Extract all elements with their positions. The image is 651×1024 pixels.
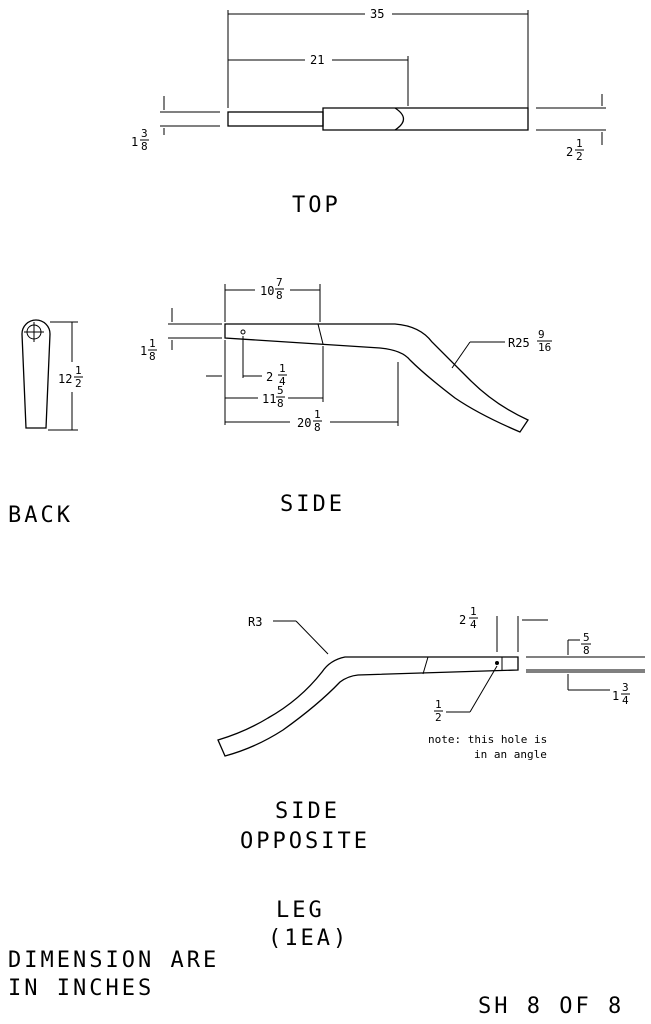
svg-text:8: 8: [141, 140, 148, 153]
part-name: LEG: [276, 898, 325, 923]
svg-text:7: 7: [276, 276, 283, 289]
dim-top-left-whole: 1: [131, 135, 138, 149]
dim-opp-radius: R3: [248, 615, 262, 629]
hole-note-line1: note: this hole is: [428, 733, 547, 746]
view-label-back: BACK: [8, 503, 73, 528]
dim-opp-hole-num: 1: [435, 698, 442, 711]
units-note-line2: IN INCHES: [8, 976, 154, 1001]
svg-text:5: 5: [277, 384, 284, 397]
svg-text:1: 1: [576, 137, 583, 150]
side-opposite-view: R3 2 1 4 5 8 1 3 4 1 2 note: this hole i…: [217, 605, 645, 854]
dim-top-21: 21: [310, 53, 324, 67]
svg-text:8: 8: [149, 350, 156, 363]
svg-text:2: 2: [75, 377, 82, 390]
top-view-narrow-section: [227, 111, 324, 127]
svg-text:1: 1: [279, 362, 286, 375]
part-quantity: (1EA): [268, 926, 349, 951]
top-view-wide-section: [322, 107, 529, 131]
svg-text:1: 1: [75, 364, 82, 377]
svg-text:2: 2: [435, 711, 442, 724]
dim-side-d-whole: 11: [262, 392, 276, 406]
svg-text:8: 8: [276, 289, 283, 302]
side-opposite-hole: [495, 661, 499, 665]
dim-side-radius: R25: [508, 336, 530, 350]
dim-opp-c-whole: 1: [612, 689, 619, 703]
svg-text:4: 4: [279, 375, 286, 388]
dim-side-b-whole: 1: [140, 344, 147, 358]
dim-opp-b-num: 5: [583, 631, 590, 644]
side-view-outline: [224, 323, 529, 433]
dim-opp-a-whole: 2: [459, 613, 466, 627]
side-opposite-outline: [217, 656, 519, 757]
svg-text:1: 1: [149, 337, 156, 350]
svg-text:4: 4: [622, 694, 629, 707]
top-view: 35 21 1 3 8 2 1 2 TOP: [131, 7, 606, 218]
hole-note-line2: in an angle: [474, 748, 547, 761]
svg-text:9: 9: [538, 328, 545, 341]
svg-text:8: 8: [277, 397, 284, 410]
top-view-curve: [394, 107, 405, 131]
view-label-side-opposite-1: SIDE: [275, 799, 340, 824]
dim-side-e-whole: 20: [297, 416, 311, 430]
dim-side-c-whole: 2: [266, 370, 273, 384]
view-label-top: TOP: [292, 193, 341, 218]
dim-side-a-whole: 10: [260, 284, 274, 298]
svg-text:16: 16: [538, 341, 551, 354]
dim-top-overall: 35: [370, 7, 384, 21]
svg-text:1: 1: [314, 408, 321, 421]
svg-text:1: 1: [470, 605, 477, 618]
svg-text:3: 3: [141, 127, 148, 140]
svg-text:8: 8: [583, 644, 590, 657]
svg-text:2: 2: [576, 150, 583, 163]
units-note-line1: DIMENSION ARE: [8, 948, 219, 973]
svg-text:3: 3: [622, 681, 629, 694]
side-view-hole: [240, 329, 246, 335]
dim-back-whole: 12: [58, 372, 72, 386]
view-label-side-opposite-2: OPPOSITE: [240, 829, 370, 854]
back-view: 12 1 2 BACK: [8, 319, 83, 528]
sheet-number: SH 8 OF 8: [478, 994, 624, 1019]
side-view: 10 7 8 1 1 8 2 1 4 11 5 8 20 1: [140, 276, 552, 517]
view-label-side: SIDE: [280, 492, 345, 517]
dim-top-right-whole: 2: [566, 145, 573, 159]
svg-text:4: 4: [470, 618, 477, 631]
back-view-outline: [21, 319, 51, 429]
svg-text:8: 8: [314, 421, 321, 434]
